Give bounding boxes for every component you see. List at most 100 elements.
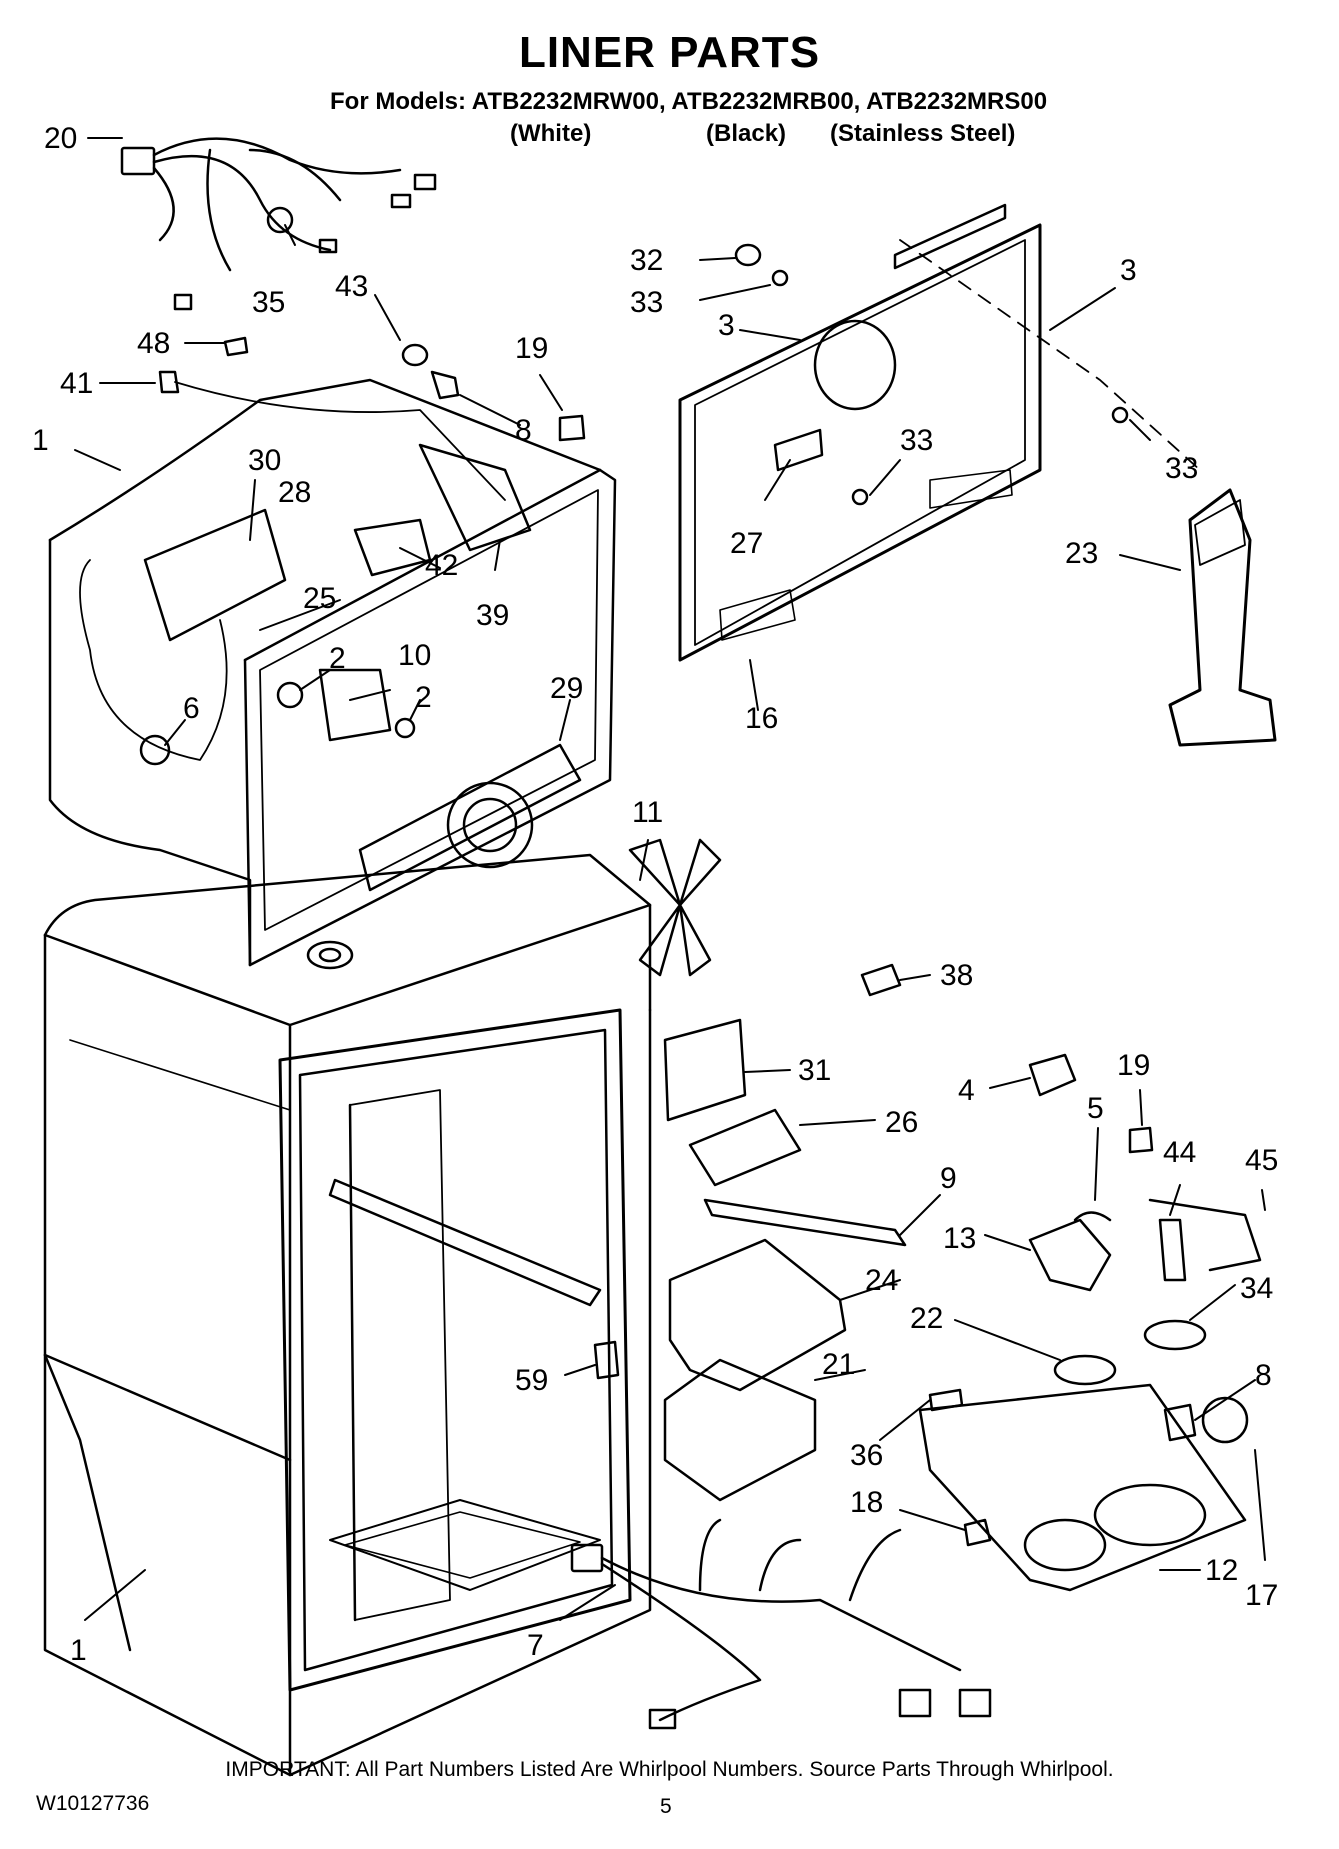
grommet-32	[734, 243, 762, 267]
screw-2b	[394, 717, 416, 739]
callout-12: 12	[1205, 1554, 1238, 1587]
screw-2a	[276, 681, 304, 709]
clip-5	[1073, 1211, 1112, 1222]
callout-27: 27	[730, 527, 763, 560]
cover-31	[663, 1018, 747, 1122]
callout-31: 31	[798, 1054, 831, 1087]
socket-8b	[1163, 1403, 1197, 1442]
wire-harness-lower	[570, 1518, 992, 1730]
page-number: 5	[660, 1795, 672, 1818]
switch-18	[963, 1518, 992, 1547]
callout-7: 7	[527, 1629, 544, 1662]
duct-21	[663, 1358, 817, 1502]
callout-8b: 8	[1255, 1359, 1272, 1392]
callout-21: 21	[822, 1348, 855, 1381]
switch-19b	[1128, 1126, 1154, 1154]
models-line: For Models: ATB2232MRW00, ATB2232MRB00, …	[330, 88, 1048, 115]
callout-18: 18	[850, 1486, 883, 1519]
callout-44: 44	[1163, 1136, 1196, 1169]
wire-harness-upper	[120, 137, 437, 311]
control-housing-28	[143, 508, 287, 642]
callout-20: 20	[44, 122, 77, 155]
callout-17: 17	[1245, 1579, 1278, 1612]
callout-16: 16	[745, 702, 778, 735]
callout-3a: 3	[718, 309, 735, 342]
callout-10: 10	[398, 639, 431, 672]
variant-white: (White)	[510, 120, 592, 147]
callout-25: 25	[303, 582, 336, 615]
callout-39: 39	[476, 599, 509, 632]
screw-33a	[771, 269, 789, 287]
callout-41: 41	[60, 367, 93, 400]
callout-2b: 2	[415, 681, 432, 714]
clip-48	[223, 336, 249, 357]
footer-note: IMPORTANT: All Part Numbers Listed Are W…	[225, 1758, 1114, 1781]
variant-stainless: (Stainless Steel)	[830, 120, 1016, 147]
callout-1-upper: 1	[32, 424, 49, 457]
document-id: W10127736	[36, 1792, 150, 1815]
callout-59: 59	[515, 1364, 548, 1397]
callout-3b: 3	[1120, 254, 1137, 287]
callout-19b: 19	[1117, 1049, 1150, 1082]
callout-19: 19	[515, 332, 548, 365]
fan-shroud	[446, 781, 534, 869]
callout-23: 23	[1065, 537, 1098, 570]
damper-4	[1028, 1053, 1077, 1097]
callout-1-lower: 1	[70, 1634, 87, 1667]
callout-43: 43	[335, 270, 368, 303]
callout-4: 4	[958, 1074, 975, 1107]
rear-panel	[678, 203, 1042, 662]
connector-41	[158, 370, 180, 394]
switch-19	[558, 414, 586, 442]
air-tower-23	[1168, 488, 1277, 747]
callout-24: 24	[865, 1264, 898, 1297]
duct-39	[418, 443, 532, 552]
screw-33b	[1111, 406, 1129, 424]
callout-6: 6	[183, 692, 200, 725]
housing-24	[668, 1238, 847, 1392]
plug-59	[593, 1340, 620, 1380]
lamp-socket	[430, 370, 460, 400]
callout-labels: 20 35 43 48 41 19 8 1 30 28 42 39 25 2 1…	[32, 122, 1278, 1667]
socket-44	[1158, 1218, 1187, 1282]
screw-33c	[851, 488, 869, 506]
callout-35: 35	[252, 286, 285, 319]
callout-30: 30	[248, 444, 281, 477]
callout-8: 8	[515, 414, 532, 447]
callout-9: 9	[940, 1162, 957, 1195]
callout-22: 22	[910, 1302, 943, 1335]
callout-38: 38	[940, 959, 973, 992]
callout-42: 42	[425, 549, 458, 582]
fan-blade-11	[628, 838, 722, 977]
lamp-bulb	[401, 343, 429, 367]
callout-11: 11	[632, 796, 663, 829]
callout-33b: 33	[900, 424, 933, 457]
callout-33c: 33	[1165, 452, 1198, 485]
liner-cabinet	[43, 853, 652, 1777]
knob-6	[139, 734, 171, 766]
callout-5: 5	[1087, 1092, 1104, 1125]
bracket-13	[1028, 1218, 1112, 1292]
variant-black: (Black)	[706, 120, 787, 147]
thermostat-10	[318, 668, 392, 742]
leader-lines	[74, 137, 1266, 1621]
rail-9	[703, 1198, 907, 1247]
callout-13: 13	[943, 1222, 976, 1255]
callout-29: 29	[550, 672, 583, 705]
wire-45	[1148, 1198, 1262, 1272]
bracket-42	[353, 518, 432, 577]
fan-housing-29	[358, 743, 582, 892]
callout-32: 32	[630, 244, 663, 277]
callout-34: 34	[1240, 1272, 1273, 1305]
callout-48: 48	[137, 327, 170, 360]
light-housing-12	[918, 1383, 1247, 1592]
callout-45: 45	[1245, 1144, 1278, 1177]
cover-26	[688, 1108, 802, 1187]
callout-28: 28	[278, 476, 311, 509]
callout-26: 26	[885, 1106, 918, 1139]
lens-34	[1143, 1319, 1207, 1351]
bracket-38	[860, 963, 902, 997]
callout-36: 36	[850, 1439, 883, 1472]
callout-2a: 2	[329, 642, 346, 675]
